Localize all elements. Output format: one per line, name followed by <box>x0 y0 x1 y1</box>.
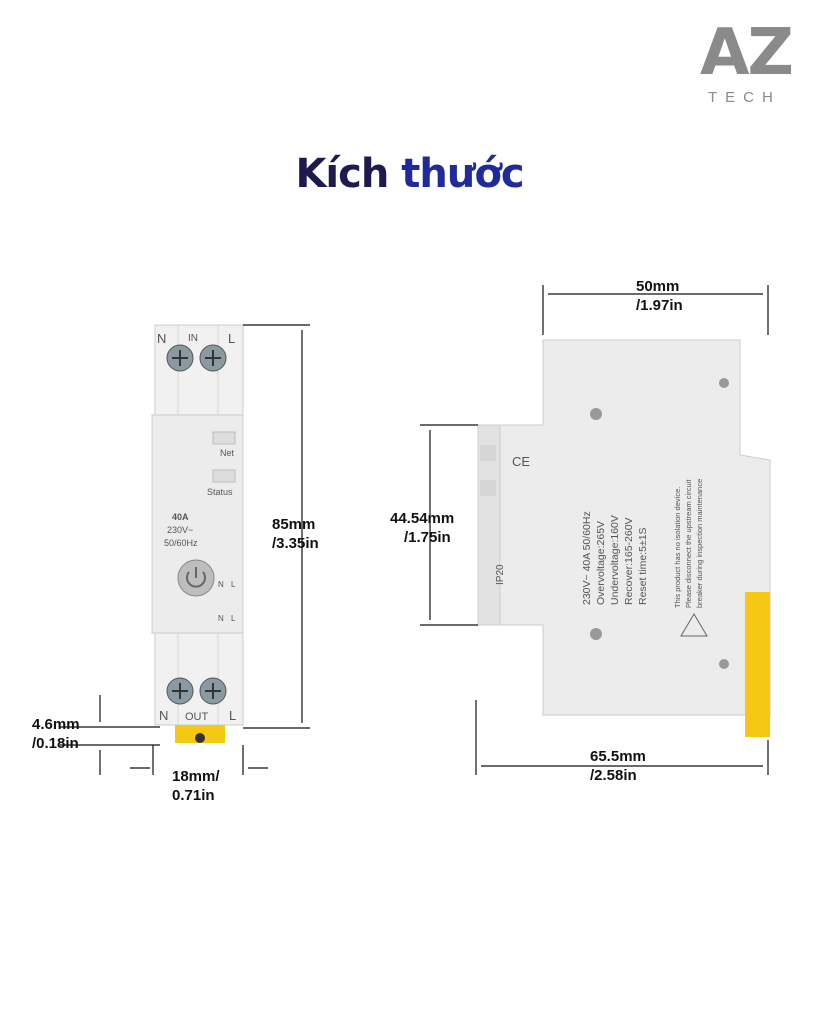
dim-depth-total: 65.5mm/2.58in <box>590 747 646 785</box>
warning-line: Please disconnect the upstream circuit <box>684 479 693 608</box>
label-n-bottom: N <box>159 708 169 723</box>
label-l-top: L <box>228 331 236 346</box>
dim-height-in: /3.35in <box>272 535 319 552</box>
switch-n: N <box>218 580 224 589</box>
screw-icon <box>166 677 194 705</box>
voltage: 230V~ <box>167 525 194 535</box>
dim-depth-total-mm: 65.5mm <box>590 748 646 765</box>
switch-n2: N <box>218 614 224 623</box>
dim-height: 85mm/3.35in <box>272 515 319 553</box>
switch-l: L <box>231 580 236 589</box>
spec-line: Reset time:5±1S <box>637 527 649 605</box>
dim-width: 18mm/0.71in <box>172 767 220 805</box>
led-net-label: Net <box>220 448 235 458</box>
label-out: OUT <box>185 711 209 723</box>
dim-height-mm: 85mm <box>272 516 316 533</box>
warning-line: This product has no isolation device. <box>673 486 682 608</box>
dimension-lines <box>60 285 769 775</box>
ip-rating: IP20 <box>495 564 506 585</box>
dim-depth-top-mm: 50mm <box>636 278 680 295</box>
power-button <box>177 559 215 597</box>
dim-terminal: 44.54mm/1.75in <box>390 509 454 547</box>
dim-width-mm: 18mm/ <box>172 768 220 785</box>
dim-clip-in: /0.18in <box>32 735 79 752</box>
spec-line: Undervoltage:160V <box>609 515 621 605</box>
screw-icon <box>166 344 194 372</box>
dim-clip-mm: 4.6mm <box>32 716 80 733</box>
spec-line: 230V~ 40A 50/60Hz <box>581 511 593 605</box>
warning-line: breaker during inspection maintenance <box>695 478 704 608</box>
front-view <box>151 324 244 743</box>
title-part1: Kích <box>295 151 389 197</box>
spec-line: Overvoltage:265V <box>595 520 607 605</box>
title-part2: thước <box>401 151 524 197</box>
logo-mark: AZ <box>700 16 794 90</box>
dim-terminal-in: /1.75in <box>404 529 451 546</box>
page-title: Kích thước <box>0 150 819 198</box>
dim-depth-top-in: /1.97in <box>636 297 683 314</box>
logo-sub: TECH <box>708 89 781 106</box>
screw-icon <box>199 344 227 372</box>
frequency: 50/60Hz <box>164 538 198 548</box>
spec-text: 230V~ 40A 50/60Hz Overvoltage:265V Under… <box>580 445 650 605</box>
label-in: IN <box>188 333 198 344</box>
warning-text: This product has no isolation device. Pl… <box>672 438 705 608</box>
dim-clip: 4.6mm/0.18in <box>32 715 80 753</box>
label-l-bottom: L <box>229 708 237 723</box>
led-status-label: Status <box>207 487 233 497</box>
ce-mark: CE <box>512 454 531 469</box>
switch-l2: L <box>231 614 236 623</box>
spec-line: Recover:165-260V <box>623 517 635 605</box>
label-n-top: N <box>157 331 167 346</box>
warning-icon <box>680 613 708 637</box>
dim-depth-top: 50mm/1.97in <box>636 277 683 315</box>
rating: 40A <box>172 512 189 522</box>
dim-width-in: 0.71in <box>172 787 215 804</box>
side-view <box>477 339 771 737</box>
dim-depth-total-in: /2.58in <box>590 767 637 784</box>
screw-icon <box>199 677 227 705</box>
dim-terminal-mm: 44.54mm <box>390 510 455 527</box>
